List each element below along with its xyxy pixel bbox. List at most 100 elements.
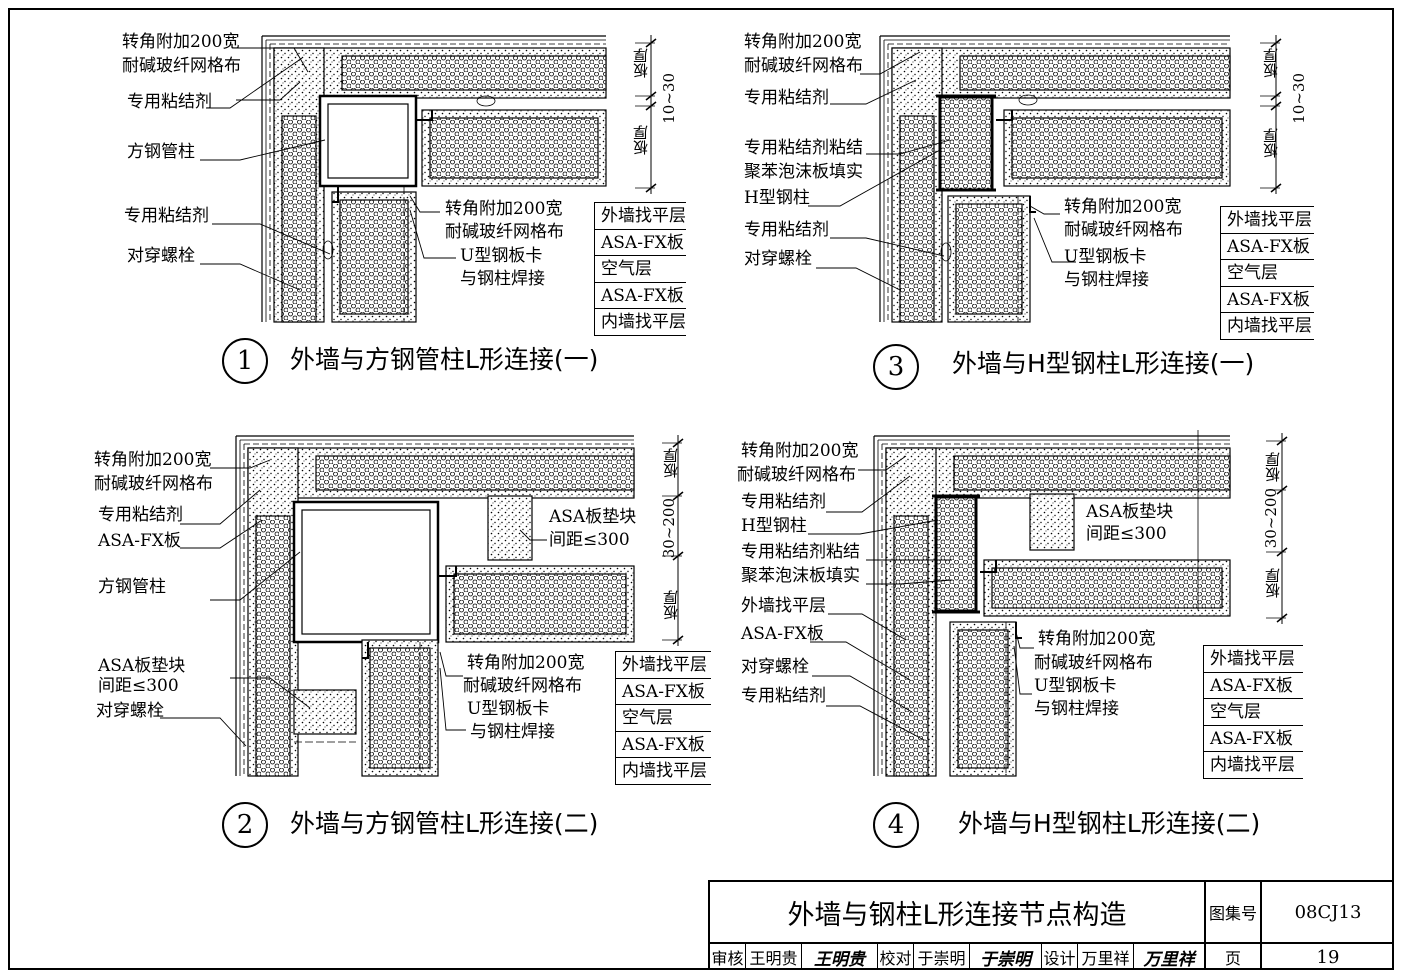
leader-d4-0 [858,455,907,471]
page-number: 19 [1316,946,1340,968]
leader-d4-2 [808,519,939,535]
label-d2-l0: 转角附加200宽 [94,450,212,470]
leader-d2-2 [180,519,263,549]
dim-d4-0: 板厚 [1264,452,1282,482]
outer-panel-left-core [255,515,291,777]
label-d4-l9: 专用粘结剂 [741,686,826,706]
dim-d1-1: 10~30 [660,73,678,124]
label-d4-m0: ASA板垫块 [1086,502,1174,522]
leader-d2-4 [230,677,311,709]
dim-d3-2: 板厚 [1262,128,1280,158]
asa-spacer-top [487,495,533,561]
leader-d2-7 [439,651,463,677]
inner-panel-top-core [429,117,599,179]
outer-panel-top-core [315,455,635,491]
outer-panel-left-core [893,515,929,777]
dim-d1-2: 板厚 [632,125,650,155]
label-d4-m2: 转角附加200宽 [1038,629,1156,649]
leader-d3-0 [860,51,921,75]
leader-d4-5 [828,613,907,641]
leader-d2-8 [439,667,466,731]
leader-d2-0 [210,459,271,469]
outer-panel-top-core [959,55,1231,91]
u-clip-top [996,110,1013,121]
caption-d3: 外墙与H型钢柱L形连接(一) [952,349,1255,378]
leader-d3-4 [830,237,945,257]
layer-d4-1: ASA-FX板 [1204,673,1303,699]
label-d3-l5: H型钢柱 [744,188,810,208]
leader-d1-5 [200,263,301,291]
leader-d2-1 [180,489,261,525]
label-d1-l1: 耐碱玻纤网格布 [122,56,241,76]
label-d3-l1: 耐碱玻纤网格布 [744,56,863,76]
label-d1-m3: 与钢柱焊接 [460,269,545,289]
dim-d2-1: 30~200 [660,498,678,559]
label-d1-l2: 专用粘结剂 [127,92,212,112]
label-d2-m3: 耐碱玻纤网格布 [463,676,582,696]
layer-d3-2: 空气层 [1221,260,1314,287]
label-d3-l0: 转角附加200宽 [744,32,862,52]
leader-d4-1 [826,475,911,513]
outer-panel-left-core [281,115,317,323]
dim-d1-0: 板厚 [632,48,650,78]
u-clip-left [1015,622,1022,639]
check-label: 校对 [878,944,914,970]
layer-d1-2: 空气层 [595,256,686,283]
layer-d3-1: ASA-FX板 [1221,234,1314,260]
leader-d3-1 [830,79,917,105]
layer-d3-0: 外墙找平层 [1221,207,1314,234]
inner-panel-top-core [1011,117,1223,179]
layer-d4-0: 外墙找平层 [1204,646,1303,673]
leader-d4-8 [826,705,925,741]
checker-name: 于崇明 [914,944,970,970]
label-d2-l5: ASA板垫块 [98,656,186,676]
inner-panel-top-core [991,567,1223,609]
layer-legend-d4: 外墙找平层 ASA-FX板 空气层 ASA-FX板 内墙找平层 [1203,645,1303,779]
layer-d1-0: 外墙找平层 [595,203,686,230]
label-d2-m2: 转角附加200宽 [467,653,585,673]
label-d3-m3: 与钢柱焊接 [1064,270,1149,290]
asa-spacer-left [293,689,357,735]
label-d3-m2: U型钢板卡 [1064,247,1147,267]
u-clip-left [1029,196,1036,213]
layer-d1-1: ASA-FX板 [595,230,686,256]
dim-d2-2: 板厚 [662,590,680,620]
leader-d3-7 [1033,217,1076,263]
label-d4-l7: ASA-FX板 [741,624,824,644]
adhesive-bubble [940,242,952,262]
leader-d1-4 [212,223,331,255]
label-d2-l7: 对穿螺栓 [96,701,164,721]
label-d3-m0: 转角附加200宽 [1064,197,1182,217]
label-d1-l0: 转角附加200宽 [122,32,240,52]
label-d4-l6: 外墙找平层 [741,596,826,616]
label-d4-l0: 转角附加200宽 [741,441,859,461]
designer-signature: 万里祥 [1134,944,1206,970]
title-block: 外墙与钢柱L形连接节点构造 图集号 08CJ13 审核 王明贵 王明贵 校对 于… [708,880,1394,970]
label-d1-l4: 专用粘结剂 [124,206,209,226]
u-clip-top [438,566,457,577]
label-d2-l4: 方钢管柱 [98,577,166,597]
h-column-foam-fill [939,97,993,191]
leader-d4-6 [810,641,911,681]
layer-d3-4: 内墙找平层 [1227,316,1312,336]
u-clip-top [980,560,997,573]
label-d3-m1: 耐碱玻纤网格布 [1064,220,1183,240]
inner-panel-left-core [957,629,1009,769]
leader-d3-3 [808,149,941,207]
label-d2-m1: 间距≤300 [549,530,630,550]
u-clip-left [332,186,339,203]
leader-d4-10 [1013,645,1032,695]
detail-1-graphic [200,35,657,323]
square-steel-tube-inner [301,509,431,635]
label-d4-l1: 耐碱玻纤网格布 [737,465,856,485]
layer-legend-d3: 外墙找平层 ASA-FX板 空气层 ASA-FX板 内墙找平层 [1220,206,1314,340]
label-d2-l2: 专用粘结剂 [98,505,183,525]
label-d3-l3: 专用粘结剂粘结 [744,138,863,158]
label-d3-l4: 聚苯泡沫板填实 [744,162,863,182]
leader-d1-0 [236,47,309,73]
label-d1-l5: 对穿螺栓 [127,246,195,266]
layer-d2-0: 外墙找平层 [616,652,711,679]
dim-d4-2: 板厚 [1264,568,1282,598]
label-d1-m0: 转角附加200宽 [445,199,563,219]
